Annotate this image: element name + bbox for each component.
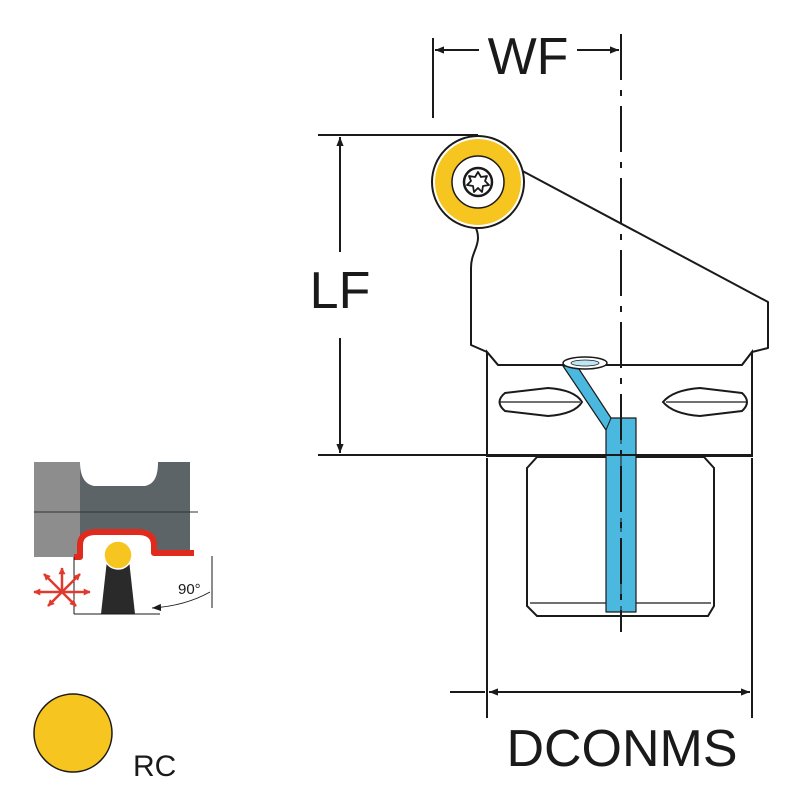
insert-shape-label: RC <box>133 750 176 783</box>
wf-label: WF <box>488 28 569 86</box>
dimension-dconms: DCONMS <box>450 458 753 778</box>
dimension-lf: LF <box>310 134 752 456</box>
round-insert-icon <box>33 693 113 773</box>
torx-screw-icon <box>462 166 494 198</box>
machining-direction-icon: 90° <box>33 462 213 615</box>
coolant-channel <box>562 365 637 613</box>
tool-body <box>459 141 769 617</box>
dimension-wf: WF <box>432 28 619 118</box>
insert-shape-legend: RC <box>33 693 176 783</box>
lf-label: LF <box>310 262 371 320</box>
dconms-label: DCONMS <box>506 720 737 778</box>
round-insert <box>431 135 525 229</box>
insert-contact-icon <box>103 540 133 570</box>
cutting-edge-profile <box>74 529 194 560</box>
angle-label: 90° <box>178 581 201 598</box>
